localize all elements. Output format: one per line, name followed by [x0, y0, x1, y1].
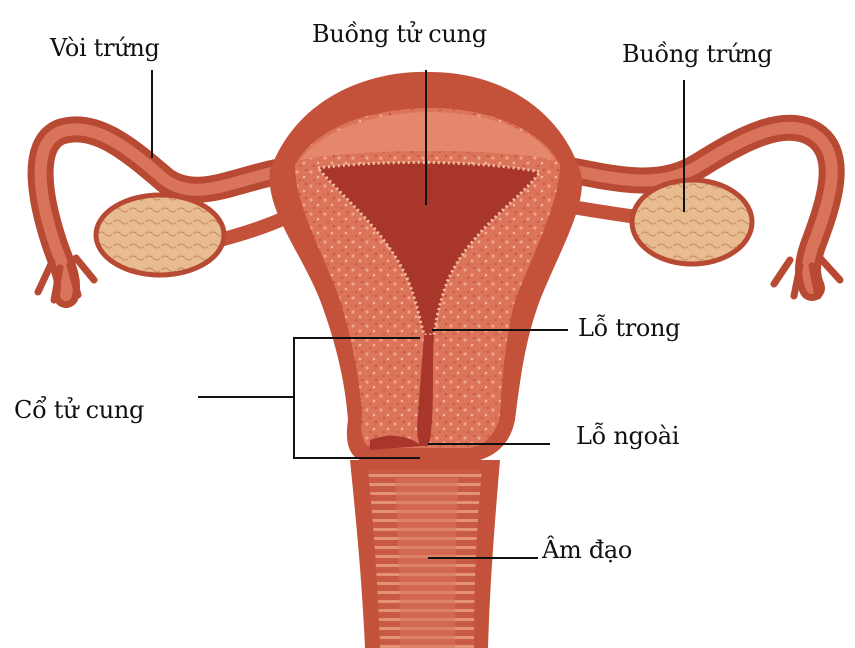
- left-ovary: [96, 195, 224, 275]
- label-ovary: Buồng trứng: [622, 42, 772, 66]
- label-uterine-cavity: Buồng tử cung: [312, 22, 487, 46]
- label-external-os: Lỗ ngoài: [576, 424, 679, 448]
- label-internal-os: Lỗ trong: [578, 316, 680, 340]
- label-vagina: Âm đạo: [542, 538, 632, 562]
- right-ovary: [632, 180, 752, 264]
- label-fallopian-tube: Vòi trứng: [50, 36, 160, 60]
- label-cervix: Cổ tử cung: [14, 398, 144, 422]
